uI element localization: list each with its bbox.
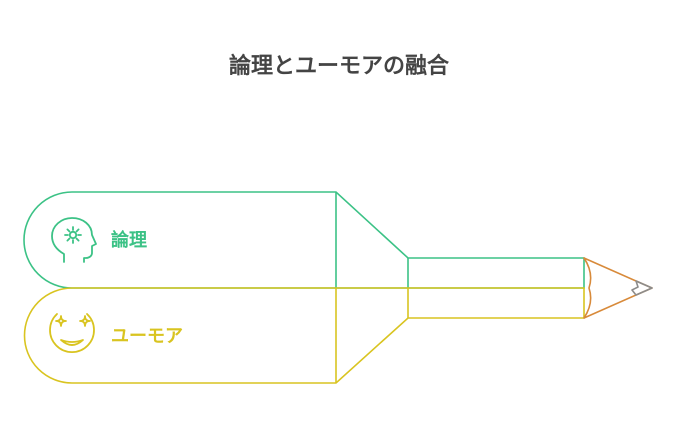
segment-humor: ユーモア: [23, 287, 585, 384]
pencil-tip: [583, 257, 653, 319]
segment-humor-body: [23, 287, 585, 384]
segment-humor-label: ユーモア: [111, 326, 183, 347]
smile-sparkle-icon: [49, 313, 95, 353]
segment-logic-body: [23, 191, 585, 289]
pencil-tip-wood: [583, 257, 653, 319]
pencil-tip-lead: [631, 280, 653, 296]
head-gear-icon: [51, 217, 97, 263]
segment-logic: 論理: [23, 191, 585, 289]
segment-logic-label: 論理: [111, 229, 147, 251]
diagram-title: 論理とユーモアの融合: [229, 53, 450, 79]
